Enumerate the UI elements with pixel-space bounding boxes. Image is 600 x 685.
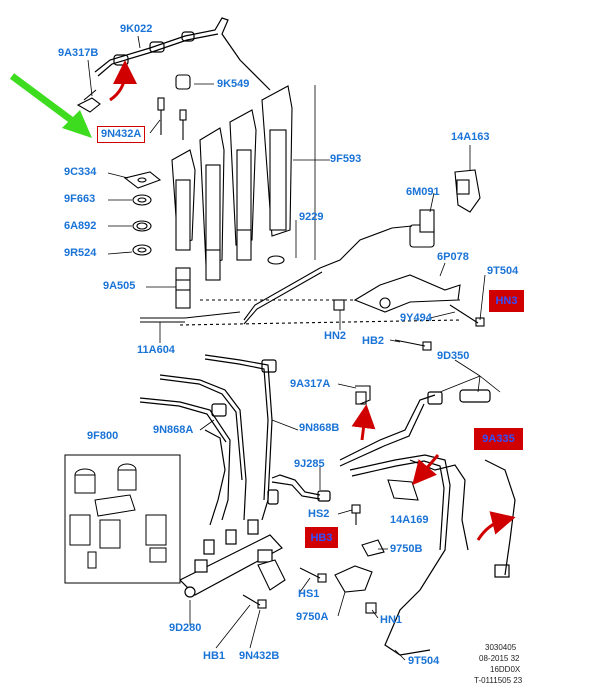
connector-9A317A (355, 385, 371, 405)
glow-plug-9A505 (175, 267, 191, 309)
label-9D280: 9D280 (169, 622, 202, 634)
label-HS1: HS1 (298, 588, 320, 600)
label-9229: 9229 (299, 211, 324, 223)
pipe-9J285 (267, 474, 331, 505)
label-9A505: 9A505 (103, 280, 136, 292)
clip-9A317B (76, 89, 101, 113)
ref-number: T-0111505 23 (474, 676, 523, 685)
label-9J285: 9J285 (294, 458, 325, 470)
washer-9R524 (132, 244, 152, 256)
nut-HN2 (333, 299, 345, 311)
label-9D350: 9D350 (437, 350, 470, 362)
label-9R524: 9R524 (64, 247, 97, 259)
bracket-9750A (334, 565, 373, 593)
label-9F593: 9F593 (330, 153, 362, 165)
label-HS2: HS2 (308, 508, 330, 520)
bolts-HB1 (242, 594, 267, 609)
fuel-rail-9D280 (178, 519, 283, 598)
label-HN2: HN2 (324, 330, 347, 342)
label-9C334: 9C334 (64, 166, 97, 178)
label-9T504-top: 9T504 (487, 265, 519, 277)
label-9F663: 9F663 (64, 193, 96, 205)
injectors (171, 85, 293, 281)
label-HB3: HB3 (305, 527, 338, 548)
label-9N432A: 9N432A (97, 126, 146, 143)
bracket-6P078 (353, 274, 461, 313)
ref-model: 16DD0X (490, 665, 521, 674)
label-HN3: HN3 (489, 290, 524, 312)
label-6A892: 6A892 (64, 220, 97, 232)
label-6P078: 6P078 (437, 251, 469, 263)
green-pointer-arrow (9, 73, 92, 138)
label-9A317B: 9A317B (58, 47, 99, 59)
label-9750A: 9750A (296, 611, 329, 623)
label-9Y494: 9Y494 (400, 312, 432, 324)
return-line-9K022 (94, 17, 271, 91)
bolt-HB2 (394, 339, 432, 351)
label-14A169: 14A169 (390, 514, 429, 526)
screw-HS2 (351, 504, 361, 525)
leader-lines (87, 35, 501, 661)
washer-9F663 (132, 194, 152, 206)
bolt-9N432A (157, 97, 187, 140)
kit-9F800 (64, 454, 181, 584)
seal-9229 (267, 255, 285, 265)
label-14A163: 14A163 (451, 131, 490, 143)
label-9750B: 9750B (390, 543, 423, 555)
label-9T504-bottom: 9T504 (408, 655, 440, 667)
connector-6M091 (419, 209, 435, 233)
seal-6A892 (132, 220, 152, 232)
bracket-9750B (361, 539, 385, 557)
label-HN1: HN1 (380, 614, 403, 626)
pressure-sensor (257, 559, 286, 591)
label-6M091: 6M091 (406, 186, 440, 198)
clip-14A169 (387, 479, 419, 501)
sensor-14A163 (454, 169, 481, 213)
label-HB2: HB2 (362, 335, 385, 347)
label-9N432B: 9N432B (239, 650, 280, 662)
label-11A604: 11A604 (137, 344, 175, 356)
red-arrows (109, 60, 516, 541)
ref-date: 08-2015 32 (479, 654, 520, 663)
nut-HN1 (365, 602, 377, 614)
label-9A317A: 9A317A (290, 378, 331, 390)
label-9N868A: 9N868A (153, 424, 194, 436)
label-9K022: 9K022 (120, 23, 153, 35)
ref-code: 3030405 (485, 643, 517, 652)
label-HB1: HB1 (203, 650, 226, 662)
label-9F800: 9F800 (87, 430, 119, 442)
label-9A335: 9A335 (474, 428, 523, 450)
screw-HS1 (299, 567, 327, 583)
hp-lines (139, 354, 277, 526)
washer-9C334 (123, 171, 162, 189)
label-9N868B: 9N868B (299, 422, 340, 434)
label-9K549: 9K549 (217, 78, 250, 90)
bolt-9Y494 (449, 304, 485, 327)
cap-9K549 (175, 74, 191, 90)
